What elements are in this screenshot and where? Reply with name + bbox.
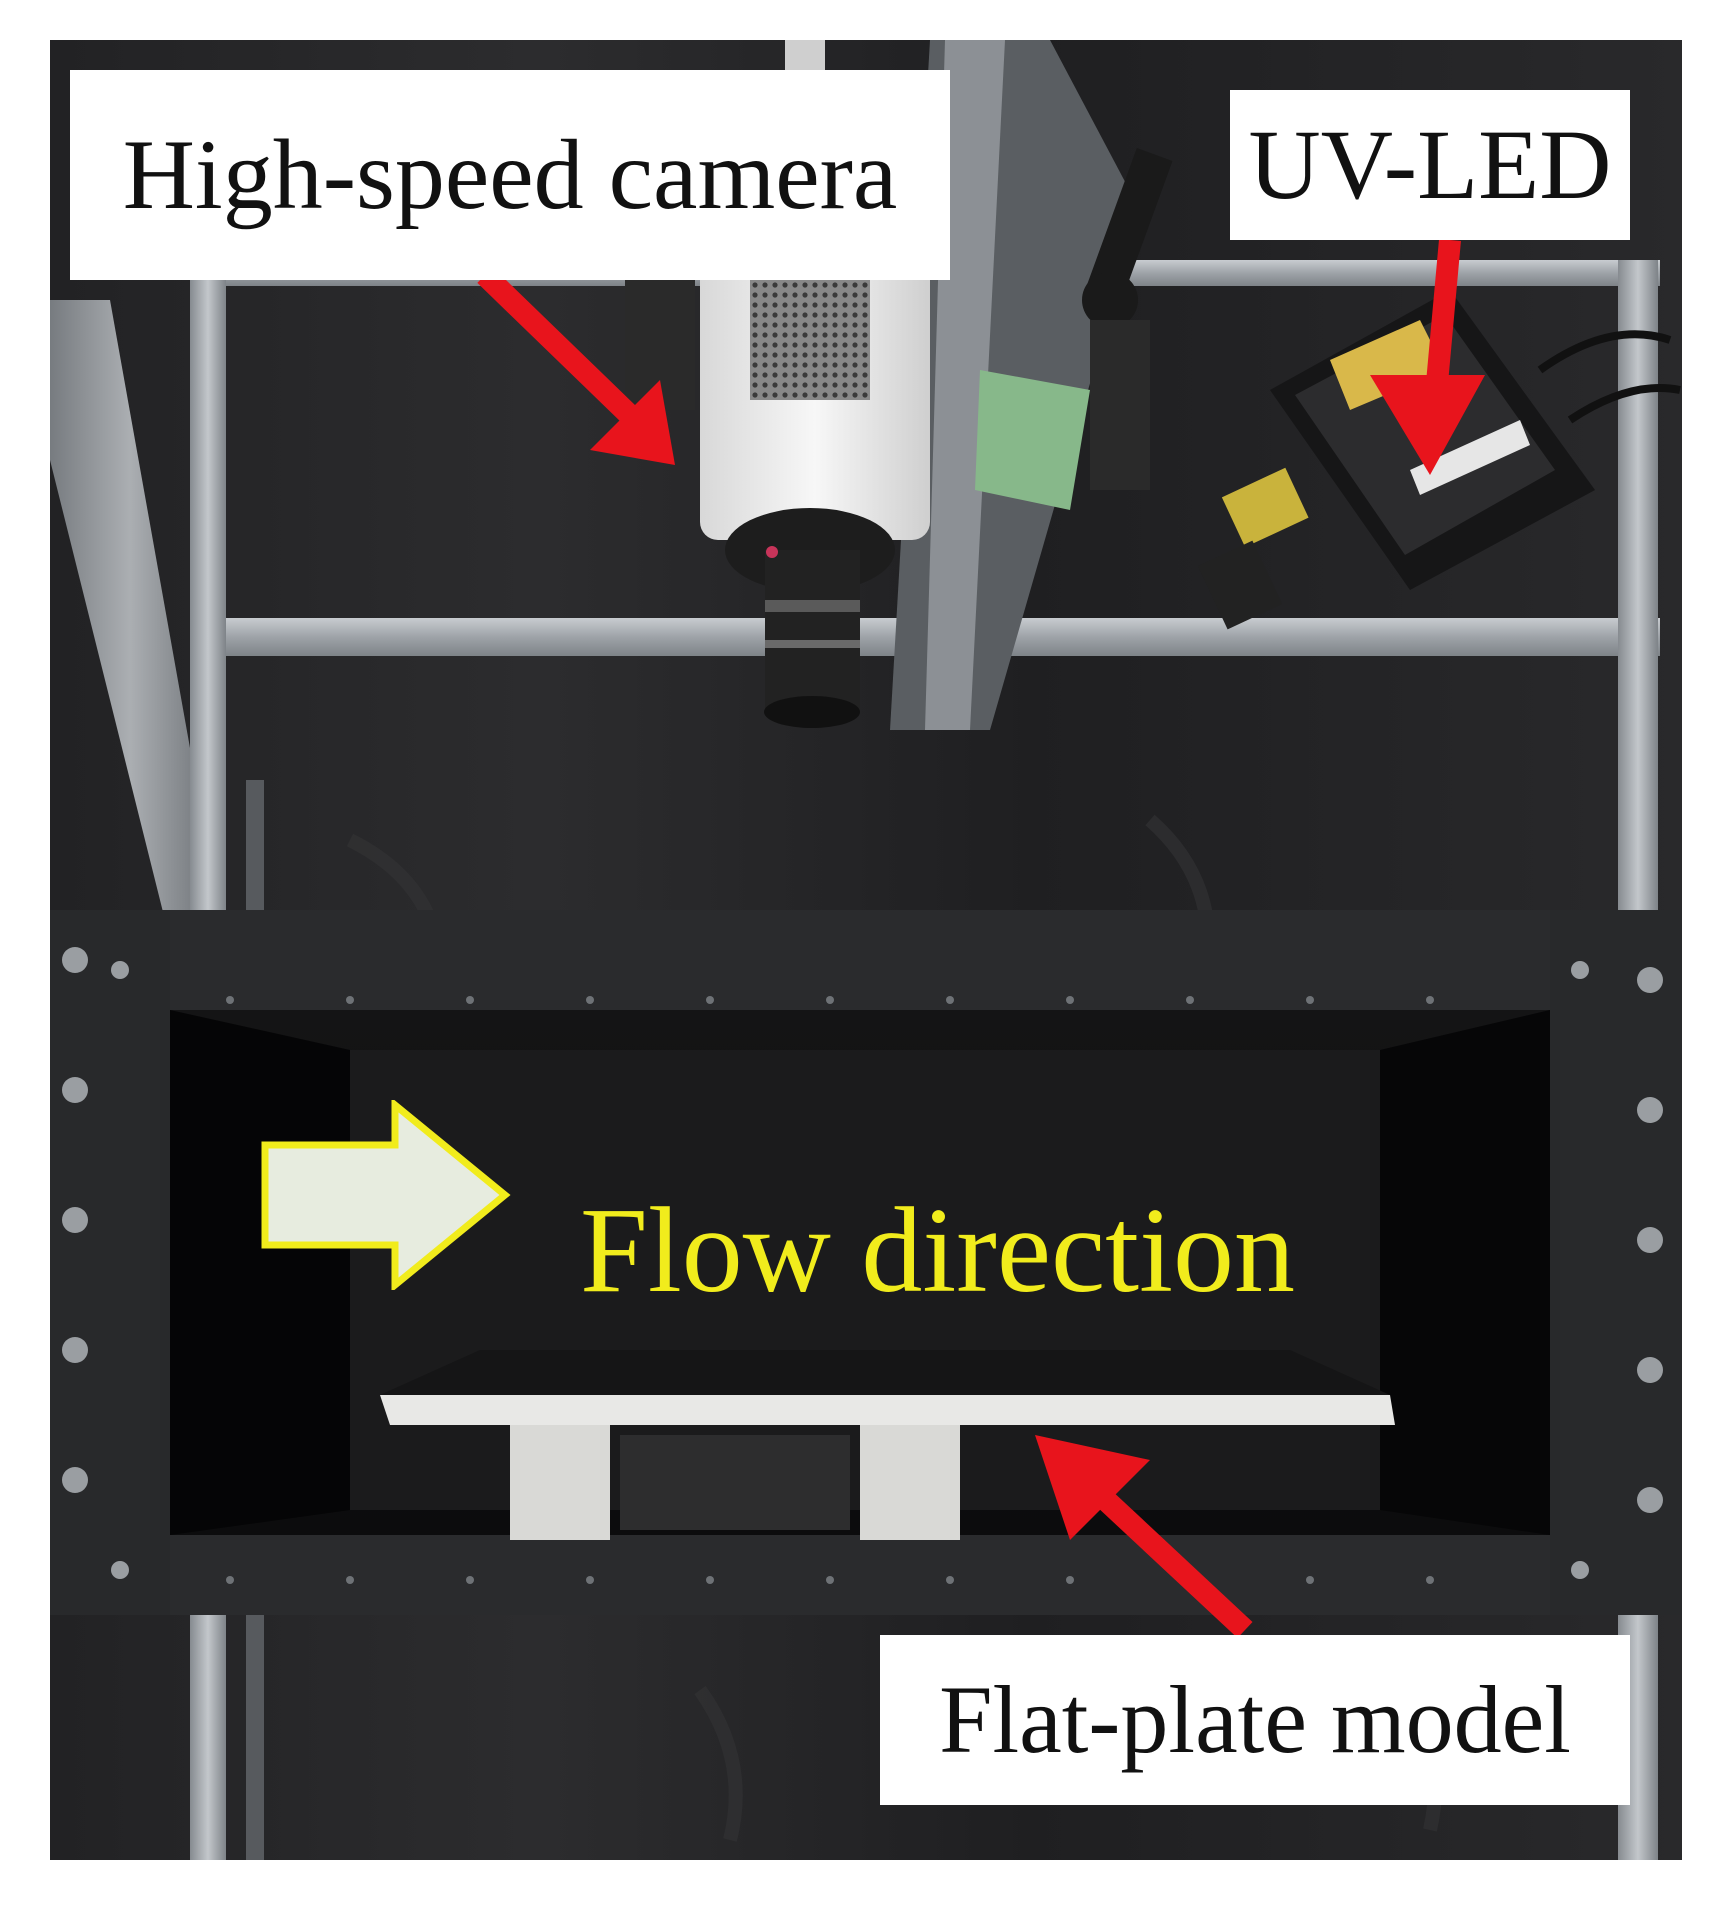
experiment-photo: Flow direction High-speed camera UV-LED … <box>50 40 1682 1860</box>
camera-label: High-speed camera <box>70 70 950 280</box>
flow-direction-label: Flow direction <box>580 1183 1295 1318</box>
tunnel-left-flange <box>50 910 170 1615</box>
red-arrow-icon <box>1035 1435 1253 1639</box>
flat-plate-model <box>380 1350 1395 1540</box>
flat-plate-label: Flat-plate model <box>880 1635 1630 1805</box>
uv-led-label: UV-LED <box>1230 90 1630 240</box>
tunnel-top-flange <box>50 910 1682 1010</box>
red-arrow-icon <box>477 267 675 465</box>
left-diagonal-strut <box>50 300 210 940</box>
tunnel-right-flange <box>1550 910 1682 1615</box>
flow-direction-arrow-icon <box>261 1100 511 1290</box>
green-tape <box>975 370 1090 510</box>
red-arrow-icon <box>1370 239 1485 475</box>
flange-bolts <box>62 947 1663 1579</box>
tunnel-bottom-flange <box>50 1535 1682 1615</box>
